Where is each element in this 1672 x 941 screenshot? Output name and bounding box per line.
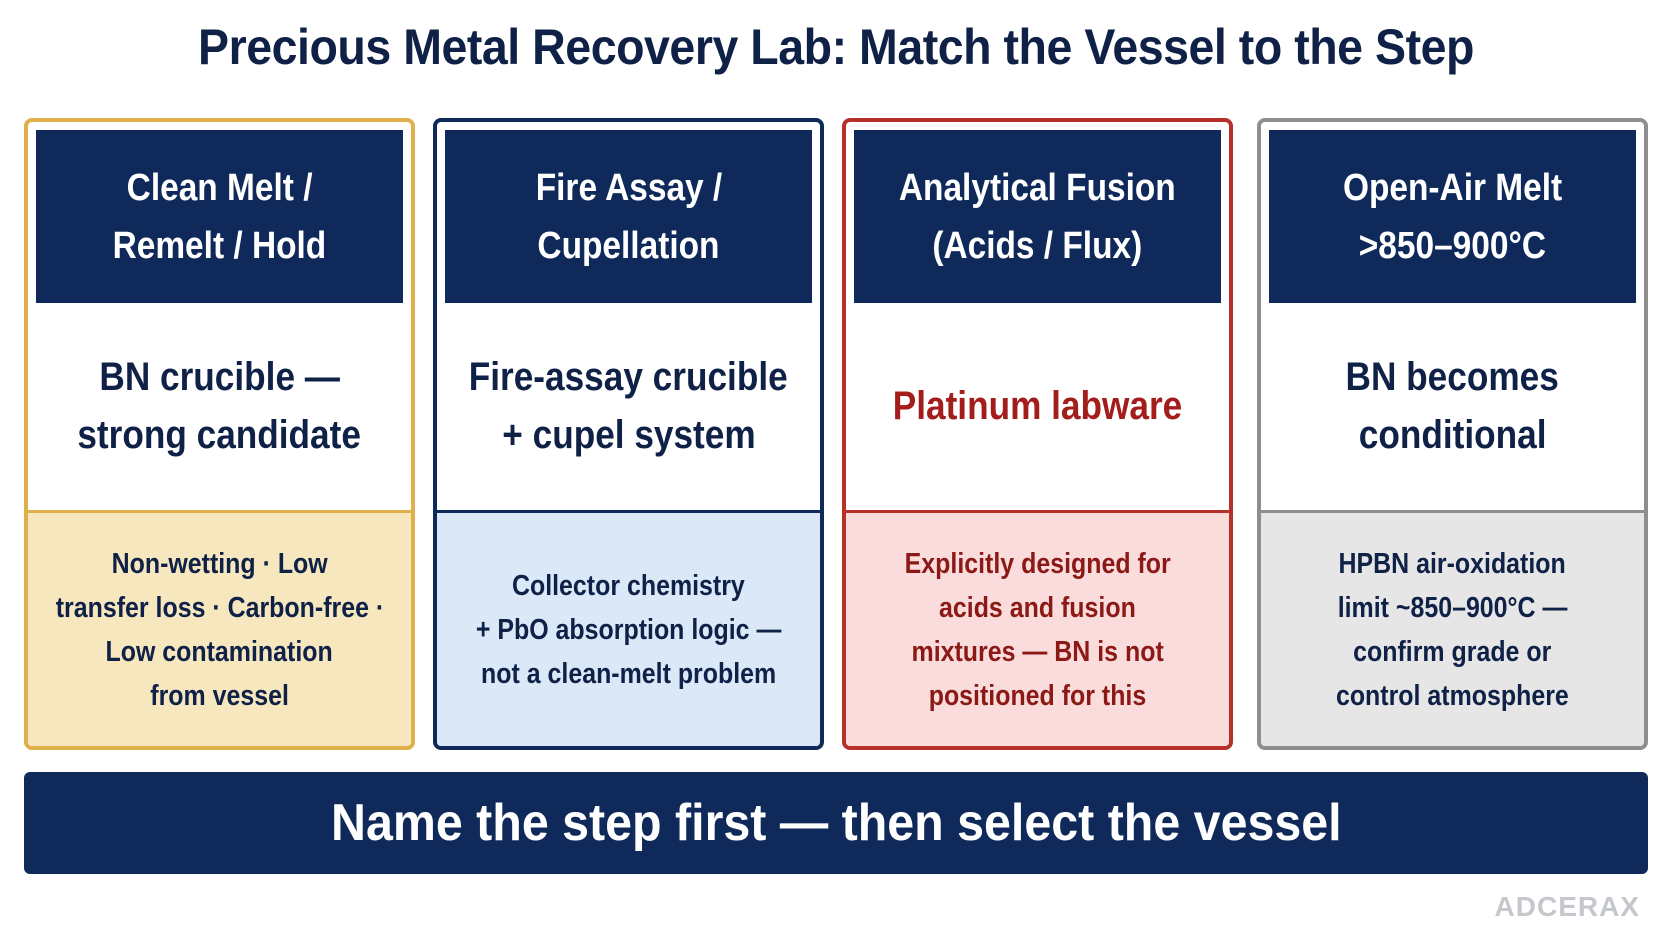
summary-banner-text: Name the step first — then select the ve… <box>330 794 1342 852</box>
card-heading-line: Open-Air Melt <box>1342 166 1563 209</box>
card-heading-line: Clean Melt / <box>126 166 313 209</box>
card-notes-line: Non-wetting · Low <box>111 547 328 580</box>
card-notes: HPBN air-oxidation limit ~850–900°C — co… <box>1261 510 1644 746</box>
card-fire-assay: Fire Assay / Cupellation Fire-assay cruc… <box>433 118 824 750</box>
card-vessel: Platinum labware <box>846 303 1229 508</box>
card-heading: Clean Melt / Remelt / Hold <box>36 130 403 303</box>
card-heading: Open-Air Melt >850–900°C <box>1269 130 1636 303</box>
card-heading-line: Fire Assay / <box>535 166 722 209</box>
card-notes-line: control atmosphere <box>1336 679 1569 712</box>
card-clean-melt: Clean Melt / Remelt / Hold BN crucible —… <box>24 118 415 750</box>
card-heading-line: (Acids / Flux) <box>932 224 1143 267</box>
card-vessel-line: + cupel system <box>501 412 756 457</box>
card-heading-line: Remelt / Hold <box>112 224 327 267</box>
card-heading: Analytical Fusion (Acids / Flux) <box>854 130 1221 303</box>
page-title: Precious Metal Recovery Lab: Match the V… <box>198 19 1474 75</box>
card-notes: Non-wetting · Low transfer loss · Carbon… <box>28 510 411 746</box>
card-vessel-line: BN crucible — <box>99 354 340 399</box>
card-vessel-line: Platinum labware <box>892 383 1183 428</box>
card-notes-line: + PbO absorption logic — <box>475 613 782 646</box>
card-notes-line: not a clean-melt problem <box>480 657 777 690</box>
card-vessel: BN crucible — strong candidate <box>28 303 411 508</box>
card-heading-line: Cupellation <box>537 224 720 267</box>
card-notes-line: confirm grade or <box>1353 635 1552 668</box>
summary-banner: Name the step first — then select the ve… <box>24 772 1648 874</box>
card-vessel-line: BN becomes <box>1345 354 1560 399</box>
card-notes-line: Explicitly designed for <box>904 547 1171 580</box>
card-open-air-melt: Open-Air Melt >850–900°C BN becomes cond… <box>1257 118 1648 750</box>
step-cards: Clean Melt / Remelt / Hold BN crucible —… <box>24 118 1648 750</box>
card-analytical-fusion: Analytical Fusion (Acids / Flux) Platinu… <box>842 118 1233 750</box>
card-notes-line: limit ~850–900°C — <box>1337 591 1568 624</box>
card-heading-line: Analytical Fusion <box>899 166 1176 209</box>
card-notes-line: HPBN air-oxidation <box>1338 547 1567 580</box>
card-notes: Collector chemistry + PbO absorption log… <box>437 510 820 746</box>
card-notes-line: mixtures — BN is not <box>911 635 1164 668</box>
card-notes-line: positioned for this <box>928 679 1147 712</box>
card-vessel-line: strong candidate <box>77 412 362 457</box>
card-heading-line: >850–900°C <box>1358 224 1547 267</box>
card-notes: Explicitly designed for acids and fusion… <box>846 510 1229 746</box>
card-notes-line: Collector chemistry <box>512 569 745 602</box>
card-notes-line: acids and fusion <box>939 591 1136 624</box>
card-vessel-line: Fire-assay crucible <box>469 354 788 399</box>
card-notes-line: transfer loss · Carbon-free · <box>55 591 384 624</box>
card-vessel: BN becomes conditional <box>1261 303 1644 508</box>
card-vessel: Fire-assay crucible + cupel system <box>437 303 820 508</box>
card-notes-line: Low contamination <box>105 635 334 668</box>
card-notes-line: from vessel <box>150 679 289 712</box>
card-heading: Fire Assay / Cupellation <box>445 130 812 303</box>
card-vessel-line: conditional <box>1358 412 1547 457</box>
brand-logo: ADCERAX <box>1494 891 1640 922</box>
